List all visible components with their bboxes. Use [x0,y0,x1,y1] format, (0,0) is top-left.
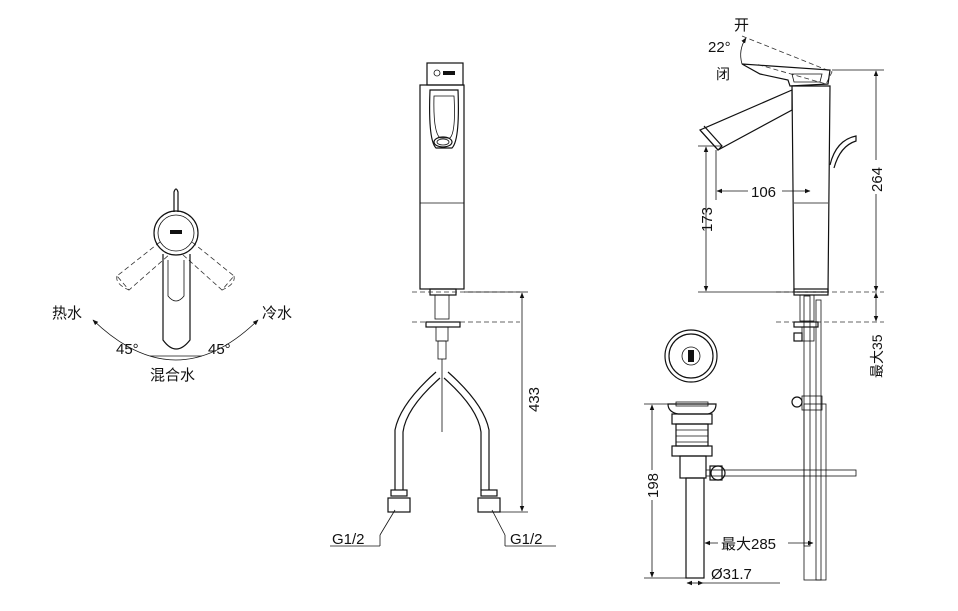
top-view: 热水 冷水 45° 45° 混合水 [52,188,292,384]
spout-front [699,125,723,151]
dim-285-bg [718,534,788,552]
spout [698,89,793,151]
dim-173-label: 173 [699,207,716,232]
side-shank [799,294,815,322]
handle-cap-dot [433,69,441,77]
nut-right [477,497,501,513]
handle-front [429,89,459,149]
handle-open-dashed [741,35,833,85]
dim-198-label: 198 [645,473,662,498]
lever-angle-arc [740,37,747,65]
dim-198-bg [642,470,662,500]
aerator [433,136,453,148]
dim-diameter-label: Ø31.7 [711,566,752,583]
shank-thread [437,340,447,360]
handle-cap-logo [443,71,455,75]
drain-cap-mark [688,350,694,362]
thread-right-label: G1/2 [510,531,543,548]
rod-clamp [791,396,803,408]
nut-left [387,497,411,513]
hose-right [447,371,490,490]
angle-right-label: 45° [208,341,231,358]
dim-106-label: 106 [751,184,776,201]
side-body [791,85,831,293]
lever-angle-label: 22° [708,39,731,56]
drain-nut [671,445,713,457]
drain-cap-center [681,346,701,366]
drain-body-thread [675,423,709,447]
fitting-right [480,489,498,497]
dim-433-label: 433 [526,387,543,412]
handle-closed [741,63,831,87]
dim-106-bg [748,182,782,200]
rod-clamp-body [801,395,823,411]
drain-stop [675,401,709,407]
pop-up-rod [803,295,811,547]
drain-cap-outer [664,329,718,383]
hose-left-inner [402,377,441,490]
pivot-ball [709,465,723,481]
closed-label: 闭 [716,66,730,82]
hot-water-label: 热水 [52,305,82,322]
dim-285-label: 最大285 [721,536,776,553]
side-connector [793,332,803,342]
hose-left [394,371,437,490]
side-nut [793,321,819,328]
hose-right-inner [443,377,482,490]
handle-center [162,254,191,350]
handle-cold-dashed [181,241,235,291]
drain-view: 198 最大285 Ø31.7 [642,329,857,586]
handle-center-inner [167,260,185,302]
front-view: 433 G1/2 G1/2 [330,62,556,548]
body-circle [153,210,199,256]
shank [434,294,450,320]
aerator-inner [436,138,450,146]
pop-up-knob [829,135,857,169]
thread-right-leader [491,509,506,536]
drain-body-upper [671,413,713,425]
handle-closed-inner [791,73,823,83]
angle-left-label: 45° [116,341,139,358]
thread-left-label: G1/2 [332,531,365,548]
open-label: 开 [734,17,749,34]
thread-left-leader [379,509,396,536]
dim-264-bg [866,160,886,194]
mixed-water-label: 混合水 [150,367,195,384]
mounting-nut [425,321,461,328]
fitting-left [390,489,408,497]
shank-lower [435,326,449,342]
lever-rod [173,188,179,212]
cold-water-label: 冷水 [262,305,292,322]
faucet-body [419,84,465,290]
drain-cap-inner [668,333,714,379]
logo-mark [170,230,182,234]
drain-tee [679,455,707,479]
strap [803,403,827,581]
body-inner-circle [157,214,195,252]
dim-264-label: 264 [869,167,886,192]
handle-front-inner [433,95,455,139]
pivot-nut [710,465,726,481]
drain-flange [667,403,717,415]
tail-pipe [685,477,705,579]
handle-hot-dashed [116,241,171,291]
side-view: 开 22° 闭 106 173 264 [698,17,886,581]
pop-up-rod-outer [815,299,822,581]
dim-35-label: 最大35 [869,334,885,378]
pivot-rod [705,469,857,477]
angle-arc [92,319,259,361]
